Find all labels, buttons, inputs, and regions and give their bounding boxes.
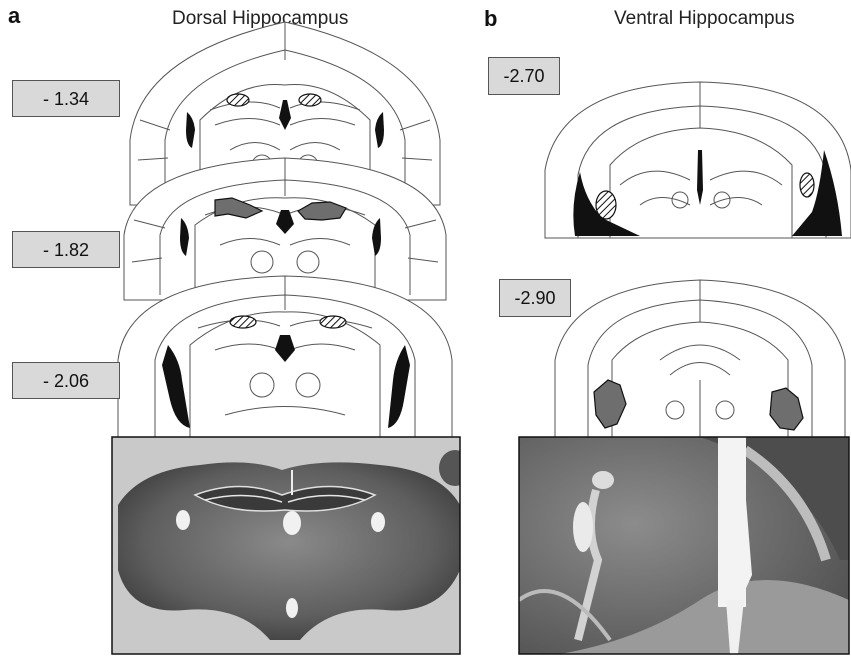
- hatched-lesion-1R: [299, 94, 321, 106]
- coord-label-ventral-2: -2.90: [499, 279, 571, 317]
- coord-label-ventral-1: -2.70: [488, 57, 560, 95]
- hatched-lesion-4L: [596, 191, 616, 219]
- hatched-lesion-1L: [227, 94, 249, 106]
- coord-label-dorsal-1: - 1.34: [12, 80, 120, 117]
- coord-label-dorsal-2: - 1.82: [12, 231, 120, 268]
- hatched-lesion-3R: [320, 316, 346, 328]
- histology-dorsal-photo: [112, 437, 471, 654]
- histology-ventral-photo: [519, 437, 849, 654]
- hatched-lesion-4R: [800, 173, 814, 197]
- coord-label-dorsal-3: - 2.06: [12, 362, 120, 399]
- hatched-lesion-3L: [230, 316, 256, 328]
